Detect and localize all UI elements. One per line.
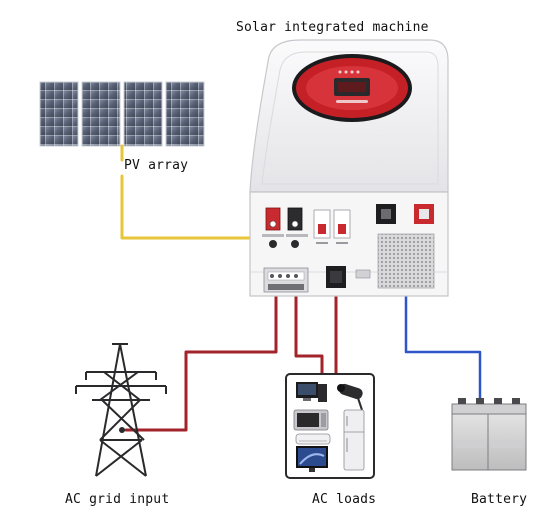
button-strip [336,100,368,103]
pv-array [39,81,205,147]
ac-loads-label: AC loads [312,492,377,507]
pv-positive-terminal [265,207,281,231]
machine-title-label: Solar integrated machine [236,20,429,35]
cooling-vent [377,233,435,289]
desktop-pc-icon [296,382,327,402]
grid-connection-node [119,427,125,433]
status-led-3 [350,70,354,74]
battery-label: Battery [471,492,528,507]
refrigerator-icon [343,409,365,471]
security-camera-icon [337,383,363,411]
solar-panel-4 [165,81,205,147]
battery-unit-2 [487,403,527,471]
pv-port-2 [291,240,299,248]
pv-array-label: PV array [124,158,189,173]
solar-panel-3 [123,81,163,147]
solar-panel-1 [39,81,79,147]
status-led-4 [356,70,360,74]
air-conditioner-icon [295,433,331,445]
status-led-1 [338,70,342,74]
microwave-icon [293,409,329,431]
television-icon [296,446,328,472]
battery-icon [451,398,527,471]
lcd-digits [338,82,366,92]
pv-port-1 [269,240,277,248]
solar-panel-2 [81,81,121,147]
solar-integrated-machine [249,39,449,297]
communication-port [355,269,371,279]
battery-unit-1 [451,403,493,471]
machine-rim [261,51,439,185]
grid-wire [124,294,278,432]
transmission-tower-icon [75,343,167,477]
load-wire-1 [294,294,324,378]
pv-negative-terminal [287,207,303,231]
status-led-2 [344,70,348,74]
ac-grid-input-label: AC grid input [65,492,170,507]
ac-loads-box [285,373,375,479]
